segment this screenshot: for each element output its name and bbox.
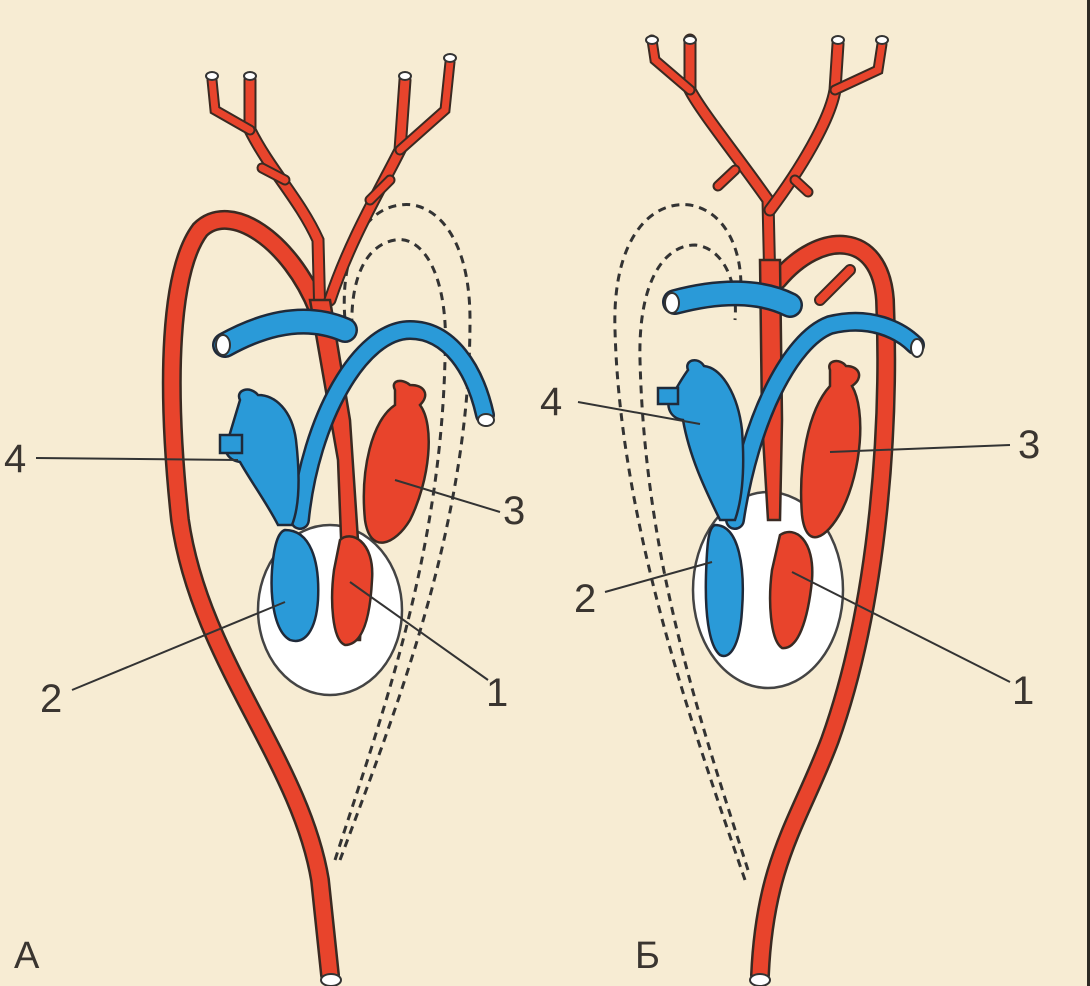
venous-ventricle-a: [272, 530, 319, 641]
leader-2-a: [72, 602, 285, 690]
vena-stub-a: [220, 435, 242, 453]
vena-cava-b: [675, 293, 790, 305]
label-3-b: 3: [1018, 423, 1040, 467]
label-3-a: 3: [503, 489, 525, 533]
panel-label-a: А: [14, 935, 40, 977]
carotid-branches-a: [206, 54, 456, 320]
label-4-b: 4: [540, 380, 562, 424]
label-2-b: 2: [574, 577, 596, 621]
label-4-a: 4: [4, 437, 26, 481]
label-1-a: 1: [486, 671, 508, 715]
leader-4-a: [36, 458, 238, 460]
left-atrium-a: [364, 381, 429, 543]
venous-ventricle-b: [706, 525, 743, 656]
label-1-b: 1: [1012, 669, 1034, 713]
panel-label-b: Б: [635, 935, 660, 977]
panel-b: 4 3 2 1 Б: [540, 36, 1040, 986]
aorta-end-cap-b: [750, 974, 770, 986]
panel-a: 4 3 2 1 А: [4, 54, 525, 986]
vena-stub-b: [658, 388, 678, 404]
aorta-end-cap-a: [321, 974, 341, 986]
left-atrium-b: [801, 361, 860, 537]
label-2-a: 2: [40, 677, 62, 721]
right-atrium-b: [668, 360, 743, 520]
right-atrium-a: [225, 390, 299, 525]
